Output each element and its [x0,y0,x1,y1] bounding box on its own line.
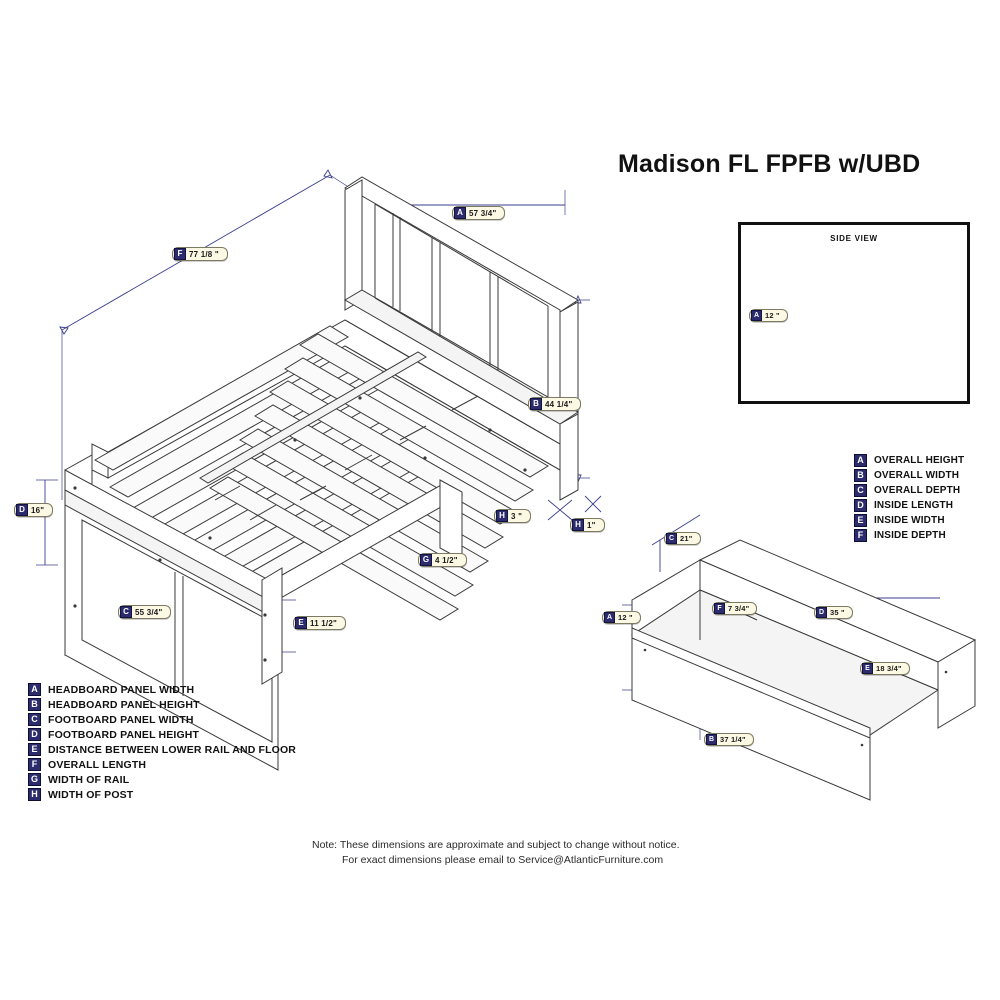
legend-tag: B [28,698,41,711]
callout-value: 21" [680,534,693,543]
callout-tag: E [295,617,307,629]
callout-value: 7 3/4" [728,604,750,613]
callout-drawer-b-overall-width: B 37 1/4" [704,733,754,746]
legend-label: OVERALL WIDTH [874,470,960,481]
legend-tag: A [28,683,41,696]
legend-drawer-dimensions: A OVERALL HEIGHT B OVERALL WIDTH C OVERA… [854,454,964,544]
bed-frame-illustration [64,176,579,771]
callout-bed-g-width-of-rail: G 4 1/2" [418,553,467,567]
legend-label: OVERALL LENGTH [48,758,147,771]
callout-bed-c-footboard-panel-width: C 55 3/4" [118,605,172,619]
legend-item: A HEADBOARD PANEL WIDTH [28,683,296,696]
legend-tag: D [854,499,867,512]
note-line-1: Note: These dimensions are approximate a… [312,839,680,851]
legend-tag: C [28,713,41,726]
callout-value: 3 " [511,511,523,521]
callout-tag: D [16,504,28,516]
callout-bed-d-footboard-panel-height: D 16" [14,503,54,517]
callout-tag: F [714,603,725,614]
callout-value: 12 " [618,613,633,622]
side-view-title: SIDE VIEW [830,234,878,243]
legend-item: C OVERALL DEPTH [854,484,964,497]
callout-drawer-f-inside-depth: F 7 3/4" [712,602,758,615]
legend-label: DISTANCE BETWEEN LOWER RAIL AND FLOOR [48,743,297,756]
legend-label: OVERALL HEIGHT [874,455,965,466]
legend-item: D FOOTBOARD PANEL HEIGHT [28,728,296,741]
callout-tag: B [706,734,717,745]
callout-bed-h-width-of-post-1: H 1" [570,518,605,532]
callout-value: 37 1/4" [720,735,746,744]
legend-label: WIDTH OF POST [48,788,134,801]
callout-value: 4 1/2" [435,555,458,565]
callout-value: 16" [31,505,45,515]
legend-item: E INSIDE WIDTH [854,514,964,527]
callout-value: 44 1/4" [545,399,573,409]
legend-tag: E [854,514,867,527]
legend-label: FOOTBOARD PANEL WIDTH [48,713,194,726]
page-title: Madison FL FPFB w/UBD [618,150,921,178]
legend-tag: F [28,758,41,771]
callout-drawer-e-inside-width: E 18 3/4" [860,662,910,675]
legend-label: OVERALL DEPTH [874,485,961,496]
callout-value: 35 " [830,608,845,617]
legend-tag: G [28,773,41,786]
legend-tag: C [854,484,867,497]
callout-bed-a-headboard-panel-width: A 57 3/4" [452,206,506,220]
callout-drawer-a-overall-height: A 12 " [602,611,641,624]
callout-tag: H [496,510,508,522]
callout-drawer-d-inside-length: D 35 " [814,606,853,619]
legend-tag: A [854,454,867,467]
callout-drawer-c-overall-depth: C 21" [664,532,701,545]
legend-label: FOOTBOARD PANEL HEIGHT [48,728,200,741]
disclaimer-note: Note: These dimensions are approximate a… [312,838,680,868]
legend-tag: B [854,469,867,482]
legend-tag: E [28,743,41,756]
callout-tag: G [420,554,432,566]
callout-bed-b-headboard-panel-height: B 44 1/4" [528,397,582,411]
legend-tag: D [28,728,41,741]
callout-sideview-a-overall-height: A 12 " [749,309,788,322]
legend-label: INSIDE DEPTH [874,530,946,541]
callout-value: 57 3/4" [469,208,497,218]
callout-tag: C [120,606,132,618]
legend-item: D INSIDE LENGTH [854,499,964,512]
callout-value: 77 1/8 " [189,249,219,259]
legend-item: B OVERALL WIDTH [854,469,964,482]
callout-tag: H [572,519,584,531]
drawer-illustration [622,514,977,801]
legend-item: B HEADBOARD PANEL HEIGHT [28,698,296,711]
note-line-2: For exact dimensions please email to Ser… [342,854,664,866]
callout-value: 11 1/2" [310,618,337,628]
callout-tag: E [862,663,873,674]
callout-tag: A [751,310,762,321]
callout-bed-f-overall-length: F 77 1/8 " [172,247,228,261]
callout-tag: F [174,248,186,260]
legend-label: INSIDE WIDTH [874,515,945,526]
legend-item: F OVERALL LENGTH [28,758,296,771]
legend-label: WIDTH OF RAIL [48,773,130,786]
legend-item: F INSIDE DEPTH [854,529,964,542]
legend-tag: F [854,529,867,542]
legend-label: HEADBOARD PANEL WIDTH [48,683,195,696]
legend-tag: H [28,788,41,801]
callout-tag: C [666,533,677,544]
callout-tag: D [816,607,827,618]
callout-bed-h-width-of-post-3: H 3 " [494,509,532,523]
callout-tag: A [454,207,466,219]
callout-bed-e-lower-rail-to-floor: E 11 1/2" [293,616,346,630]
legend-item: C FOOTBOARD PANEL WIDTH [28,713,296,726]
legend-item: E DISTANCE BETWEEN LOWER RAIL AND FLOOR [28,743,296,756]
callout-value: 55 3/4" [135,607,163,617]
legend-item: H WIDTH OF POST [28,788,296,801]
callout-tag: B [530,398,542,410]
legend-bed-dimensions: A HEADBOARD PANEL WIDTH B HEADBOARD PANE… [28,683,296,803]
callout-value: 12 " [765,311,780,320]
callout-value: 1" [587,520,596,530]
legend-item: G WIDTH OF RAIL [28,773,296,786]
callout-tag: A [604,612,615,623]
legend-label: HEADBOARD PANEL HEIGHT [48,698,200,711]
callout-value: 18 3/4" [876,664,902,673]
legend-label: INSIDE LENGTH [874,500,954,511]
legend-item: A OVERALL HEIGHT [854,454,964,467]
